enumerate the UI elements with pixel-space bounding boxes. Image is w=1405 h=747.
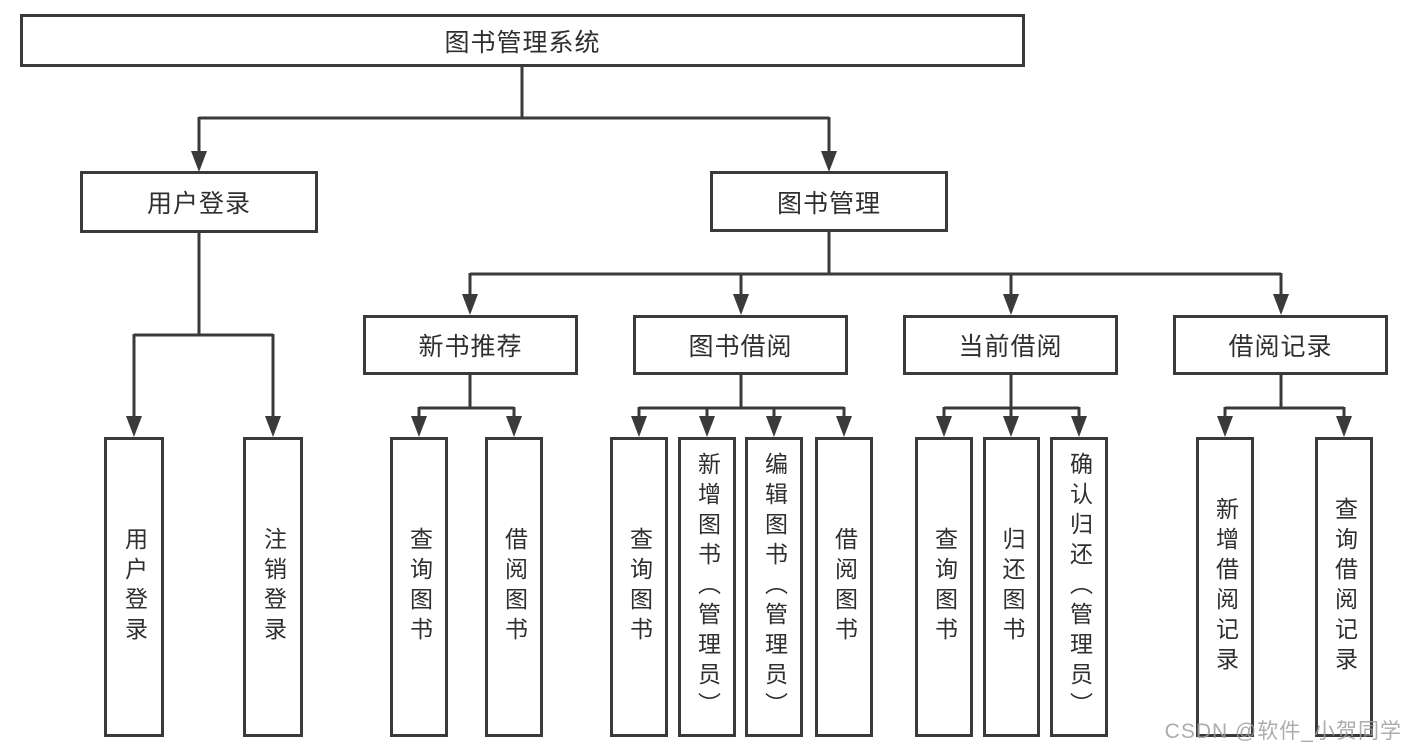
node-label: 查询图书	[931, 527, 958, 647]
leaf-add-borrow-record: 新增借阅记录	[1196, 437, 1254, 737]
node-label: 图书管理	[776, 189, 881, 218]
node-label: 借阅图书	[831, 527, 858, 647]
node-label: 图书管理系统	[444, 28, 601, 57]
node-borrowing-records: 借阅记录	[1173, 315, 1388, 375]
node-label: 查询图书	[626, 527, 653, 647]
node-user-login: 用户登录	[80, 171, 318, 233]
leaf-logout: 注销登录	[243, 437, 303, 737]
node-label: 查询图书	[406, 527, 433, 647]
leaf-query-books-borrowing: 查询图书	[610, 437, 668, 737]
leaf-return-books: 归还图书	[983, 437, 1040, 737]
leaf-edit-books-admin: 编辑图书（管理员）	[745, 437, 803, 737]
node-book-borrowing: 图书借阅	[633, 315, 848, 375]
node-label: 查询借阅记录	[1331, 497, 1358, 677]
node-new-book-recommend: 新书推荐	[363, 315, 578, 375]
node-current-borrowing: 当前借阅	[903, 315, 1118, 375]
node-label: 新增图书（管理员）	[694, 452, 721, 722]
node-label: 归还图书	[999, 527, 1025, 647]
leaf-query-books-current: 查询图书	[915, 437, 973, 737]
node-label: 借阅图书	[501, 527, 528, 647]
node-label: 新增借阅记录	[1212, 497, 1239, 677]
node-label: 新书推荐	[418, 333, 523, 361]
leaf-borrow-books-borrowing: 借阅图书	[815, 437, 873, 737]
node-label: 图书借阅	[688, 333, 793, 361]
leaf-borrow-books-recommend: 借阅图书	[485, 437, 543, 737]
leaf-query-books-recommend: 查询图书	[390, 437, 448, 737]
node-label: 借阅记录	[1228, 333, 1333, 361]
csdn-watermark: CSDN @软件_小贺同学	[1164, 720, 1402, 743]
node-book-management: 图书管理	[710, 171, 948, 232]
leaf-query-borrow-record: 查询借阅记录	[1315, 437, 1373, 737]
leaf-confirm-return-admin: 确认归还（管理员）	[1050, 437, 1108, 737]
leaf-add-books-admin: 新增图书（管理员）	[678, 437, 736, 737]
node-library-system-root: 图书管理系统	[20, 14, 1025, 67]
node-label: 编辑图书（管理员）	[761, 452, 788, 722]
node-label: 确认归还（管理员）	[1066, 452, 1093, 722]
arrowheads	[126, 151, 1352, 437]
leaf-user-login: 用户登录	[104, 437, 164, 737]
node-label: 用户登录	[146, 190, 251, 218]
node-label: 当前借阅	[958, 333, 1063, 361]
node-label: 用户登录	[121, 527, 148, 647]
node-label: 注销登录	[260, 527, 287, 647]
